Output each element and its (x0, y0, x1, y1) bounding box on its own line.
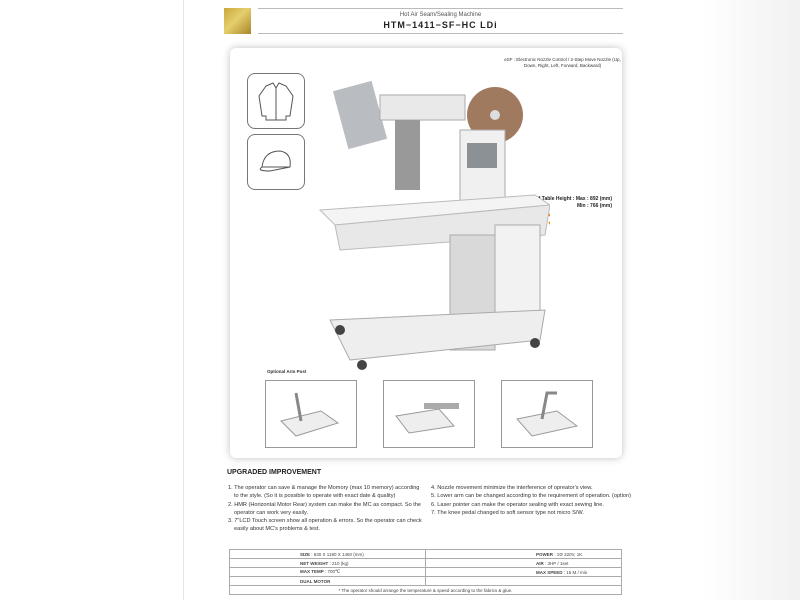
spec-key: AIR (536, 560, 544, 566)
arm-post-image-2 (383, 380, 475, 448)
spec-cell: AIR : 3HP / 1set (425, 558, 622, 568)
cap-icon (247, 134, 305, 190)
improvement-list-right: 4. Nozzle movement minimize the interfer… (431, 484, 641, 517)
spec-value: : 210 (kg) (328, 560, 349, 566)
subtitle: Hot Air Seam/Sealing Machine (399, 12, 482, 18)
spec-cell: DUAL MOTOR (229, 576, 426, 586)
divider (258, 33, 623, 34)
spec-row: SIZE : 630 X 1190 X 1450 (mm)POWER : 1Φ … (229, 549, 622, 559)
spec-value: : 3HP / 1set (543, 560, 569, 566)
spec-cell: MAX TEMP : 700℃ (229, 567, 426, 577)
table-height-min: Min : 766 (mm) (576, 203, 612, 209)
spec-footnote: * The operator should arrange the temper… (229, 585, 622, 595)
machine-image (318, 80, 550, 370)
improvement-item: 3. 7"LCD Touch screen show all operation… (228, 518, 422, 533)
table-height-max: * Table Height : Max : 892 (mm) (538, 196, 612, 202)
gold-logo (224, 8, 251, 34)
background-fade (700, 0, 800, 600)
improvement-item: 6. Laser pointer can make the operator s… (431, 501, 604, 508)
spec-key: MAX TEMP (300, 569, 324, 574)
arm-post-image-1 (265, 380, 357, 448)
spec-key: NET WEIGHT (300, 560, 329, 566)
optional-arm-post-label: Optional Arm Post (267, 369, 307, 374)
jacket-icon (247, 73, 305, 129)
improvement-heading: UPGRADED IMPROVEMENT (227, 469, 322, 476)
spec-value: : 15 M / min (562, 569, 588, 575)
spec-row: DUAL MOTOR (229, 576, 622, 586)
model-title: HTM−1411−SF−HC LDi (383, 20, 498, 30)
spec-value: : 630 X 1190 X 1450 (mm) (310, 551, 364, 557)
arm-post-image-3 (501, 380, 593, 448)
spec-cell: NET WEIGHT : 210 (kg) (229, 558, 426, 568)
spec-value: : 700℃ (323, 569, 341, 574)
improvement-item: 2. HMR (Horizontal Motor Rear) system ca… (228, 501, 422, 516)
spec-key: MAX SPEED (536, 569, 563, 575)
spec-row: NET WEIGHT : 210 (kg)AIR : 3HP / 1set (229, 558, 622, 568)
spec-value: : 1Φ 220V, 1K (553, 551, 583, 557)
spec-key: POWER (536, 551, 554, 557)
spec-table: SIZE : 630 X 1190 X 1450 (mm)POWER : 1Φ … (229, 549, 622, 595)
spec-cell: POWER : 1Φ 220V, 1K (425, 549, 622, 559)
spec-key: SIZE (300, 551, 311, 557)
esf-note: eSF : Electronic Nozzle Control / 2-Step… (504, 57, 621, 68)
improvement-list-left: 1. The operator can save & manage the Mo… (228, 484, 423, 534)
spec-cell: MAX SPEED : 15 M / min (425, 567, 622, 577)
improvement-item: 7. The knee pedal changed to soft sensor… (431, 509, 584, 516)
spec-key: DUAL MOTOR (300, 578, 331, 584)
improvement-item: 5. Lower arm can be changed according to… (431, 493, 631, 500)
page-edge (183, 0, 184, 600)
divider (258, 8, 623, 9)
improvement-item: 1. The operator can save & manage the Mo… (228, 485, 420, 500)
improvement-item: 4. Nozzle movement minimize the interfer… (431, 485, 593, 491)
spec-cell (425, 576, 622, 586)
spec-cell: SIZE : 630 X 1190 X 1450 (mm) (229, 549, 426, 559)
